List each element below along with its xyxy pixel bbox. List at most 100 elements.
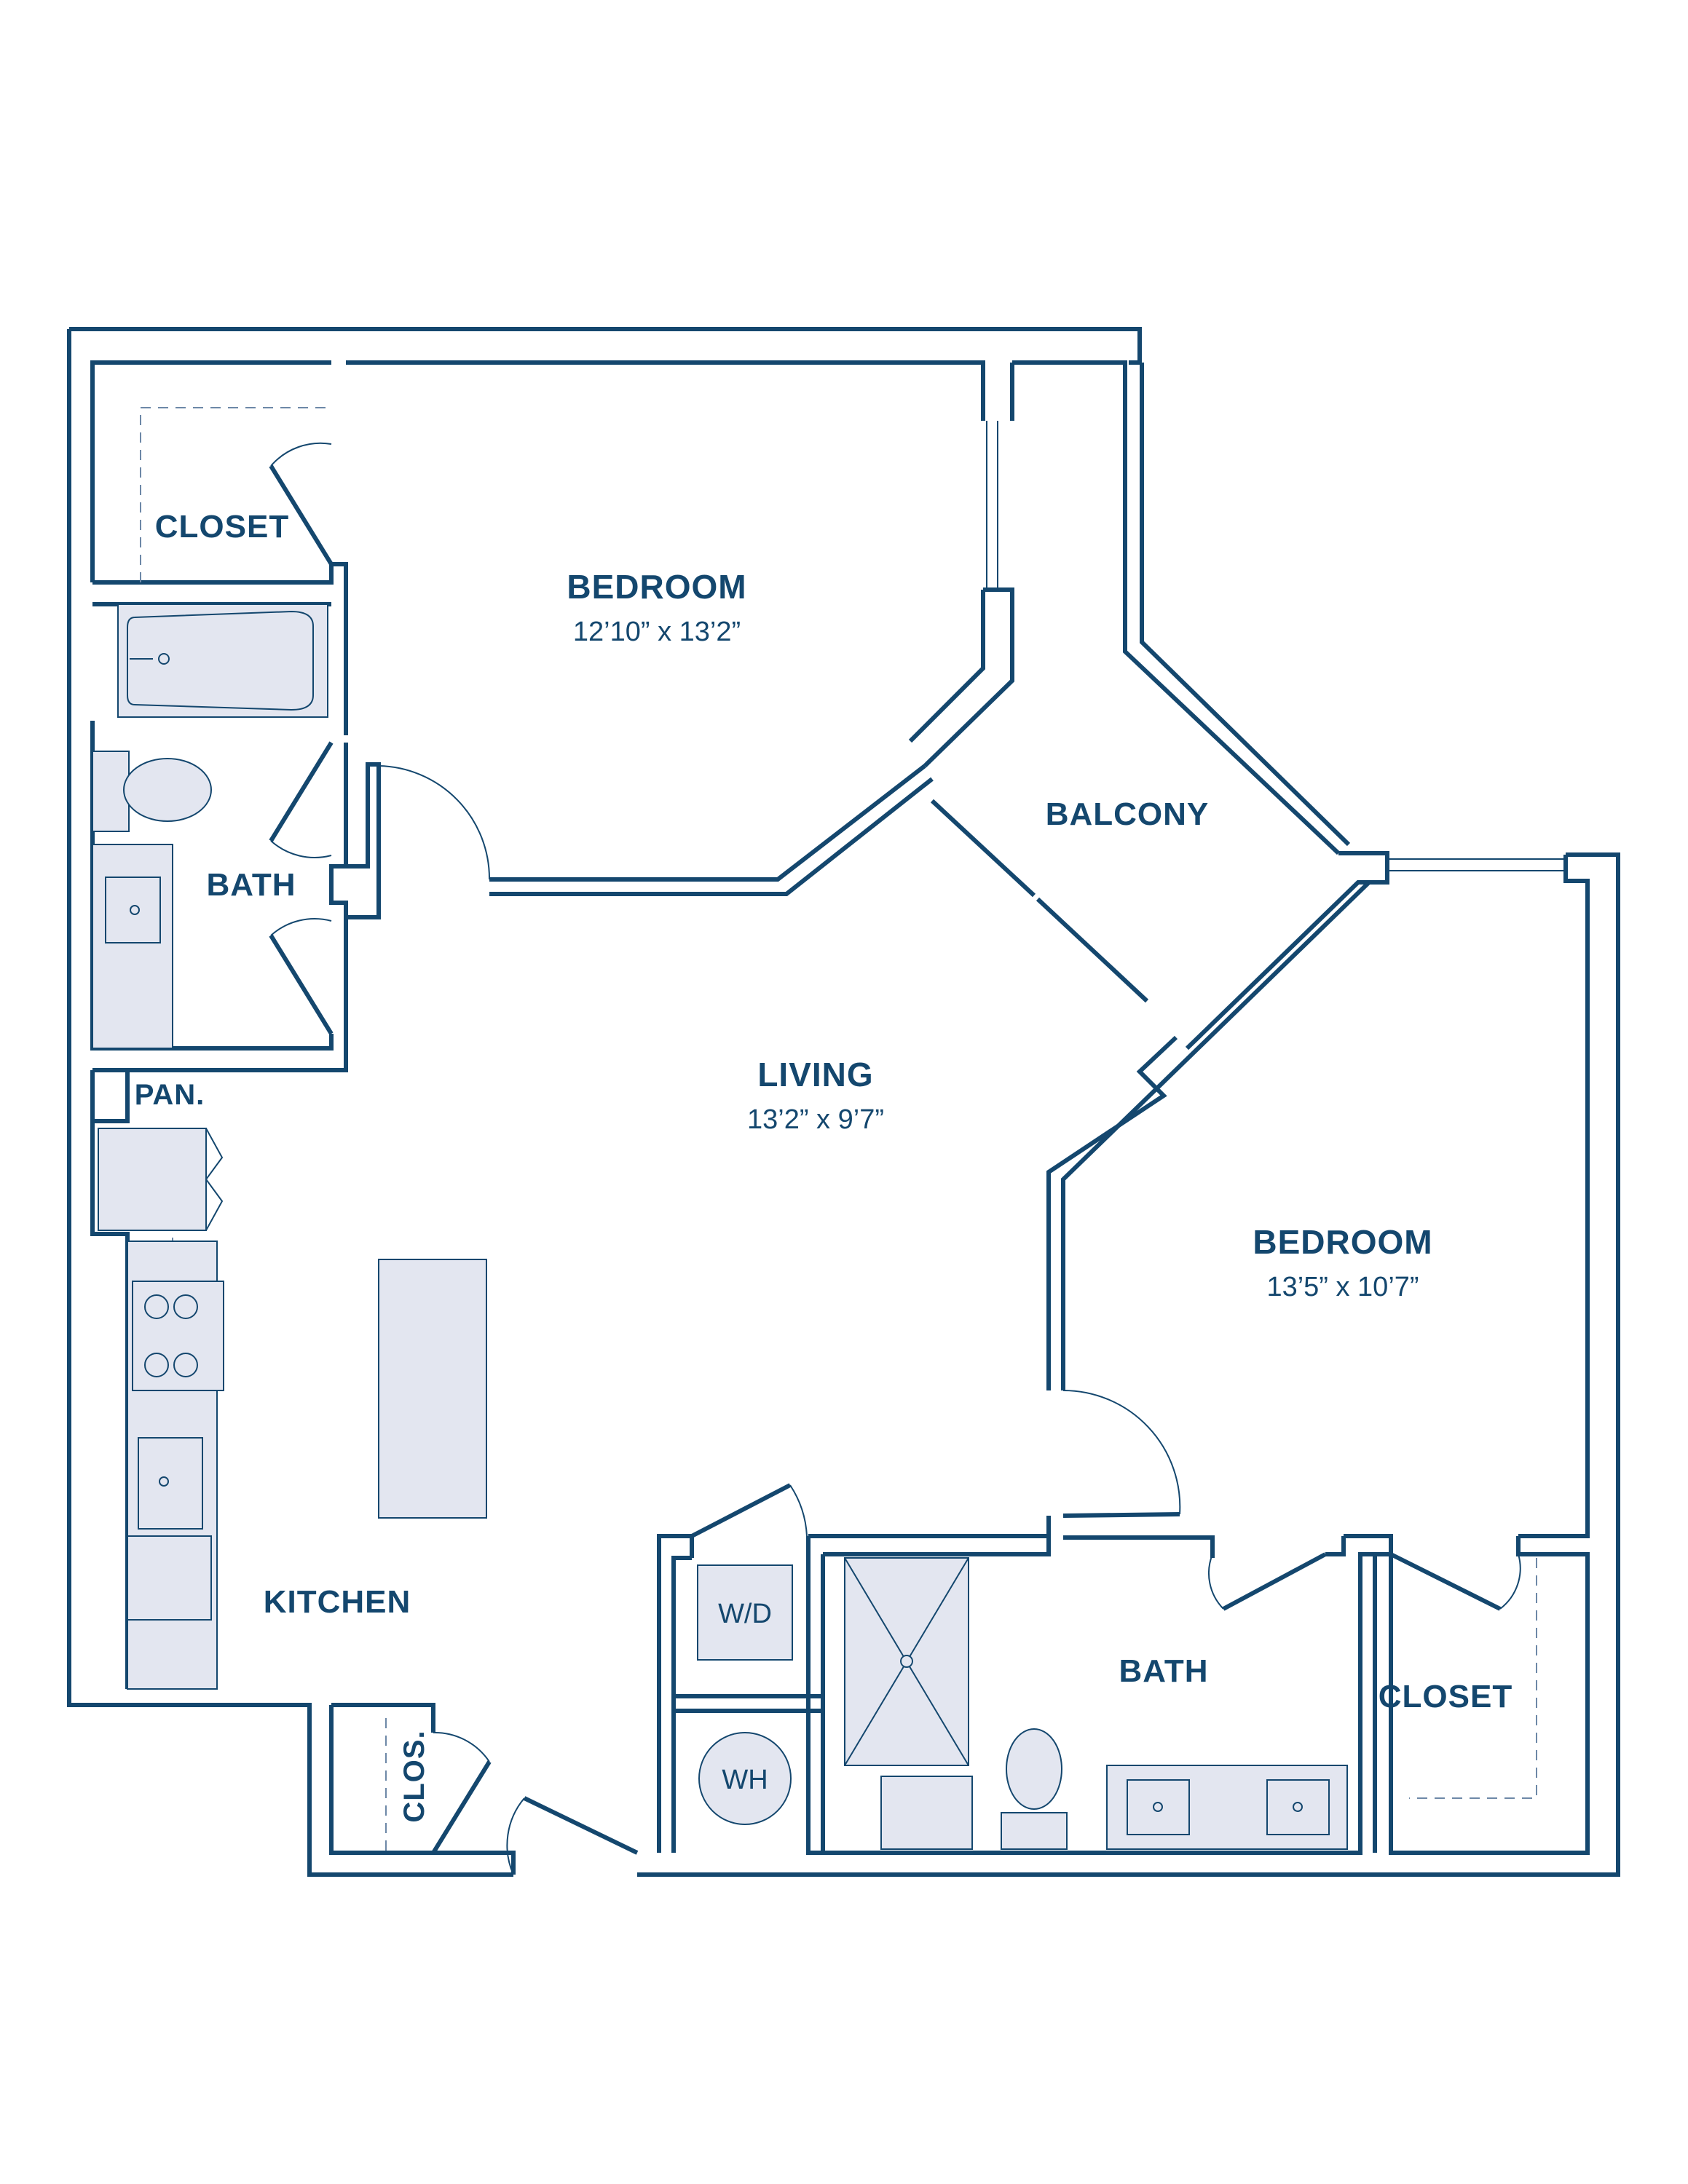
- balcony-corner: [1185, 851, 1389, 1051]
- toilet1-bowl: [123, 758, 212, 822]
- closet2-shelf: [1409, 1558, 1537, 1799]
- sink1-drain: [130, 905, 140, 915]
- toilet2-bowl: [1006, 1728, 1062, 1810]
- washer-dryer-label: W/D: [718, 1599, 772, 1629]
- inner-shell-top: [346, 360, 985, 421]
- closet-small-walls: [329, 1705, 516, 1875]
- burner-4: [173, 1353, 198, 1377]
- clos-door-leaf: [431, 1760, 492, 1854]
- burner-1: [144, 1294, 169, 1319]
- bedroom2-top-right: [1518, 855, 1590, 1538]
- bedroom2-bottom-wall-right: [1063, 1535, 1215, 1558]
- kitchen-island: [378, 1259, 487, 1519]
- bath1-door-leaf-top: [269, 741, 334, 842]
- water-heater: [698, 1732, 792, 1825]
- windows: [986, 421, 1566, 871]
- bathtub-basin: [127, 610, 314, 711]
- bedroom1-bottom-wall: [489, 764, 926, 882]
- living-label: LIVING: [757, 1056, 873, 1093]
- inner-shell-left: [90, 360, 331, 582]
- bath1-door-arc-top: [270, 840, 332, 858]
- kitchen-sink-drain: [159, 1476, 169, 1487]
- entry-door-arc: [506, 1797, 525, 1875]
- closet1-shelf: [140, 407, 331, 582]
- fridge-door-swing: [205, 1128, 224, 1231]
- bedroom1-right-lower: [923, 587, 1014, 768]
- bedroom1-door-arc: [378, 765, 491, 880]
- toilet2-tank: [1001, 1812, 1068, 1850]
- doors: [270, 442, 1521, 1875]
- bath2-door-arc: [1207, 1554, 1224, 1610]
- bedroom2-dimensions: 13’5” x 10’7”: [1266, 1272, 1419, 1302]
- wd-right-wall: [806, 1536, 823, 1855]
- bedroom2-door-arc: [1062, 1389, 1181, 1515]
- bath2-label: BATH: [1119, 1653, 1209, 1689]
- shower-drain: [900, 1655, 913, 1668]
- fixtures: [92, 604, 1348, 1850]
- sink2b-drain: [1293, 1802, 1303, 1812]
- tub-drain: [158, 653, 170, 665]
- closet1-door-arc: [270, 442, 332, 467]
- kitchen-label: KITCHEN: [264, 1584, 411, 1620]
- bath2-top-wall-2: [823, 1516, 1051, 1556]
- bedroom1-dimensions: 12’10” x 13’2”: [573, 617, 741, 647]
- kitchen-sink: [138, 1437, 203, 1530]
- wd-door-leaf: [690, 1483, 792, 1538]
- vanity2: [1106, 1765, 1348, 1850]
- bath1-door-jamb: [346, 762, 381, 919]
- bedroom1-label: BEDROOM: [567, 568, 746, 606]
- refrigerator: [98, 1128, 207, 1231]
- closet2-label: CLOSET: [1379, 1679, 1513, 1714]
- toilet1-tank: [92, 751, 130, 832]
- wd-door-arc: [789, 1484, 808, 1537]
- outer-wall-left: [67, 329, 513, 1877]
- pantry-label: PAN.: [135, 1079, 205, 1111]
- wd-closet-wall: [657, 1534, 694, 1853]
- bedroom1-bottom-wall-inner: [489, 777, 934, 896]
- bedroom2-label: BEDROOM: [1253, 1223, 1432, 1261]
- wd-closet-wall-inner: [671, 1556, 692, 1853]
- entry-door-leaf: [523, 1796, 639, 1855]
- burner-3: [144, 1353, 169, 1377]
- shower-bench: [880, 1776, 973, 1850]
- bath2-door-leaf: [1222, 1552, 1327, 1611]
- clos-door-arc: [433, 1731, 490, 1762]
- wd-wh-divider: [674, 1694, 825, 1713]
- sink2b: [1266, 1779, 1330, 1835]
- living-dimensions: 13’2” x 9’7”: [747, 1104, 884, 1135]
- walls: [67, 327, 1620, 1877]
- outer-wall-top: [69, 327, 1142, 365]
- water-heater-label: WH: [722, 1765, 768, 1795]
- sink2a: [1127, 1779, 1190, 1835]
- balcony-label: BALCONY: [1046, 796, 1210, 832]
- bath1-label: BATH: [207, 867, 296, 903]
- washer-dryer: [697, 1564, 793, 1661]
- small-closet-label: CLOS.: [398, 1730, 430, 1822]
- vanity1: [92, 844, 173, 1049]
- bedroom2-bottom-wall: [1062, 1512, 1180, 1518]
- balcony-left-wall: [1012, 360, 1341, 855]
- closet1-label: CLOSET: [155, 509, 289, 545]
- sink2a-drain: [1153, 1802, 1163, 1812]
- balcony-slider-b: [1036, 897, 1149, 1003]
- door-leaves: [269, 464, 1502, 1855]
- burner-2: [173, 1294, 198, 1319]
- dishwasher: [127, 1535, 212, 1621]
- balcony-right-wall: [1140, 363, 1351, 847]
- balcony-slider-a: [930, 799, 1036, 898]
- closet2-door-leaf: [1389, 1552, 1502, 1611]
- bedroom1-right-lower-inner: [908, 590, 985, 743]
- outer-wall-bottom: [637, 852, 1620, 1877]
- closet-small-top: [331, 1703, 435, 1733]
- bath1-door-arc-bottom: [270, 918, 332, 936]
- closet1-door-leaf: [269, 464, 334, 566]
- living-bedroom2-wall: [1046, 1035, 1178, 1390]
- closet2-door-arc: [1499, 1554, 1521, 1610]
- bath1-door-leaf-bottom: [269, 934, 334, 1035]
- pantry-walls: [90, 1070, 130, 1123]
- bath2-top-right: [1325, 1536, 1346, 1556]
- labels: CLOSET BEDROOM 12’10” x 13’2” BALCONY BA…: [135, 509, 1513, 1823]
- living-bedroom2-wall-inner: [1061, 880, 1375, 1390]
- sink1: [105, 877, 161, 943]
